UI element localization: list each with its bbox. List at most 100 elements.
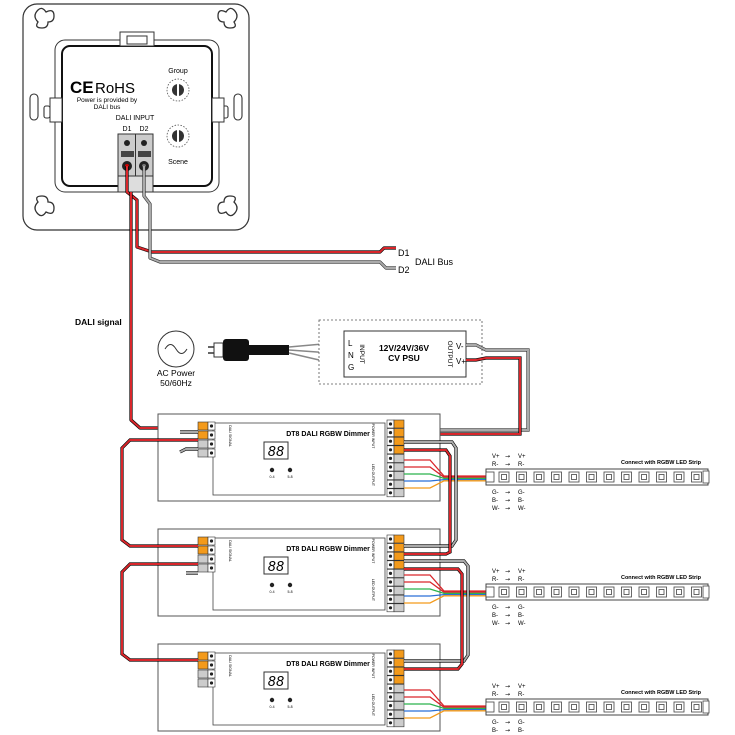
strip-channel-label: G- bbox=[518, 605, 525, 611]
seven-segment-display bbox=[263, 556, 289, 575]
push-button[interactable] bbox=[287, 697, 293, 703]
arrow-icon: → bbox=[505, 683, 510, 690]
arrow-icon: → bbox=[505, 453, 510, 460]
ac-frequency-label: 50/60Hz bbox=[160, 378, 192, 388]
arrow-icon: → bbox=[505, 727, 510, 734]
dali-signal-port-label: DALI SIGNAL bbox=[228, 540, 232, 562]
arrow-icon: → bbox=[505, 505, 510, 512]
led-strip-labels: V+→V+R-→R-G-→G-B-→B-W-→W- bbox=[492, 683, 526, 734]
sine-wave-icon bbox=[164, 344, 188, 354]
rohs-mark: RoHS bbox=[95, 80, 135, 97]
led-output-wire bbox=[404, 696, 486, 708]
power-led-terminal[interactable] bbox=[386, 534, 405, 613]
ac-power-source: AC Power 50/60Hz bbox=[157, 330, 195, 388]
power-input-port-label: POWER INPUT bbox=[371, 654, 375, 680]
dali-signal-terminal[interactable] bbox=[197, 651, 216, 688]
display-digits: 88 bbox=[268, 560, 285, 575]
led-output-port-label: LED OUTPUT bbox=[371, 579, 375, 602]
power-led-terminal[interactable] bbox=[386, 649, 405, 728]
dali-signal-label: DALI signal bbox=[75, 317, 122, 327]
arrow-icon: → bbox=[505, 719, 510, 726]
cv-psu: L N G INPUT 12V/24V/36V CV PSU OUTPUT V-… bbox=[318, 319, 483, 385]
ac-power-label: AC Power bbox=[157, 368, 195, 378]
dali-signal-terminal[interactable] bbox=[197, 421, 216, 458]
dali-input-terminal[interactable] bbox=[117, 133, 154, 193]
push-button[interactable] bbox=[269, 467, 275, 473]
push-button[interactable] bbox=[269, 582, 275, 588]
strip-channel-label: W- bbox=[518, 621, 526, 627]
arrow-icon: → bbox=[505, 568, 510, 575]
led-strip-labels: V+→V+R-→R-G-→G-B-→B-W-→W- bbox=[492, 453, 526, 512]
strip-channel-label: B- bbox=[492, 498, 498, 504]
led-output-wire bbox=[404, 595, 486, 604]
push-button[interactable] bbox=[269, 697, 275, 703]
led-output-wire bbox=[404, 574, 486, 592]
display-digits: 88 bbox=[268, 445, 285, 460]
arrow-icon: → bbox=[505, 620, 510, 627]
r-minus-label: R- bbox=[492, 577, 498, 583]
psu-type-label: CV PSU bbox=[388, 353, 420, 363]
v-plus-label: V+ bbox=[492, 684, 500, 690]
push-button[interactable] bbox=[287, 582, 293, 588]
dali-signal-terminal[interactable] bbox=[197, 536, 216, 573]
group-rotary-switch[interactable] bbox=[166, 78, 190, 102]
led-output-wire bbox=[404, 689, 486, 707]
strip-channel-label: W- bbox=[492, 506, 500, 512]
led-output-wire bbox=[404, 478, 486, 482]
dali-signal-port-label: DALI SIGNAL bbox=[228, 655, 232, 677]
dimmer-title: DT8 DALI RGBW Dimmer bbox=[286, 661, 370, 668]
dali-wall-panel: CE RoHS Power is provided by DALI bus Gr… bbox=[22, 3, 250, 231]
psu-vplus-label: V+ bbox=[456, 357, 466, 366]
dali-input-label: DALI INPUT bbox=[116, 115, 155, 122]
rgbw-led-strip bbox=[485, 583, 710, 601]
r-minus-label: R- bbox=[518, 462, 524, 468]
v-plus-label: V+ bbox=[518, 684, 526, 690]
power-input-port-label: POWER INPUT bbox=[371, 424, 375, 450]
psu-voltage-label: 12V/24V/36V bbox=[379, 343, 429, 353]
r-minus-label: R- bbox=[492, 692, 498, 698]
inter-dimmer-wires bbox=[120, 430, 470, 671]
strip-channel-label: G- bbox=[492, 490, 499, 496]
dimmer-title: DT8 DALI RGBW Dimmer bbox=[286, 546, 370, 553]
led-output-wire bbox=[404, 459, 486, 477]
psu-g-label: G bbox=[348, 363, 354, 372]
strip-channel-label: B- bbox=[518, 613, 524, 619]
dimmer-title: DT8 DALI RGBW Dimmer bbox=[286, 431, 370, 438]
dali-bus-label: DALI Bus bbox=[415, 257, 454, 267]
bus-d2-label: D2 bbox=[398, 265, 410, 275]
arrow-icon: → bbox=[505, 461, 510, 468]
v-plus-label: V+ bbox=[518, 454, 526, 460]
power-led-terminal[interactable] bbox=[386, 419, 405, 498]
connect-strip-label: Connect with RGBW LED Strip bbox=[621, 575, 702, 581]
arrow-icon: → bbox=[505, 691, 510, 698]
arrow-icon: → bbox=[505, 576, 510, 583]
button-label: 5-8 bbox=[287, 475, 292, 479]
button-label: 0-4 bbox=[269, 475, 274, 479]
connect-strip-label: Connect with RGBW LED Strip bbox=[621, 690, 702, 696]
led-strip-labels: V+→V+R-→R-G-→G-B-→B-W-→W- bbox=[492, 568, 526, 627]
led-output-wire bbox=[404, 588, 486, 595]
seven-segment-display bbox=[263, 671, 289, 690]
rgbw-led-strip bbox=[485, 698, 710, 716]
arrow-icon: → bbox=[505, 497, 510, 504]
led-output-wire bbox=[404, 593, 486, 597]
arrow-icon: → bbox=[505, 612, 510, 619]
led-output-wire bbox=[404, 581, 486, 593]
strip-channel-label: G- bbox=[492, 605, 499, 611]
scene-rotary-switch[interactable] bbox=[166, 124, 190, 148]
led-output-wire bbox=[404, 466, 486, 478]
push-button[interactable] bbox=[287, 467, 293, 473]
arrow-icon: → bbox=[505, 489, 510, 496]
strip-channel-label: G- bbox=[518, 490, 525, 496]
terminal-d2-label: D2 bbox=[140, 126, 149, 133]
power-note-line1: Power is provided by bbox=[77, 97, 138, 104]
rgbw-led-strip bbox=[485, 468, 710, 486]
led-output-wire bbox=[404, 708, 486, 712]
led-output-port-label: LED OUTPUT bbox=[371, 464, 375, 487]
led-output-wire bbox=[404, 710, 486, 719]
terminal-d1-label: D1 bbox=[123, 126, 132, 133]
